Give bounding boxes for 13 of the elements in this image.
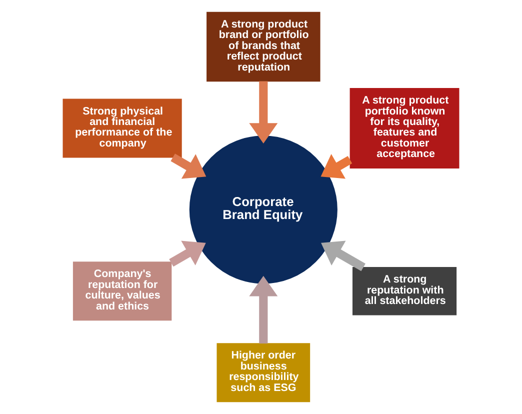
arrow xyxy=(169,240,206,267)
node-box: A strong reputation with all stakeholders xyxy=(352,267,457,316)
node-box: A strong product portfolio known for its quality, features and customer acceptance xyxy=(350,88,460,168)
node-box: Higher order business responsibility such as ESG xyxy=(216,343,310,402)
node-circle: Corporate Brand Equity xyxy=(189,136,338,284)
arrow xyxy=(170,154,206,179)
node-box: Company's reputation for culture, values and ethics xyxy=(72,262,172,321)
arrow xyxy=(320,154,352,179)
arrow xyxy=(321,240,366,272)
node-box: A strong product brand or portfolio of brands that reflect product reputation xyxy=(206,12,320,82)
arrow xyxy=(249,81,278,144)
arrow xyxy=(249,276,278,344)
node-box: Strong physical and financial performance of the company xyxy=(62,98,182,158)
